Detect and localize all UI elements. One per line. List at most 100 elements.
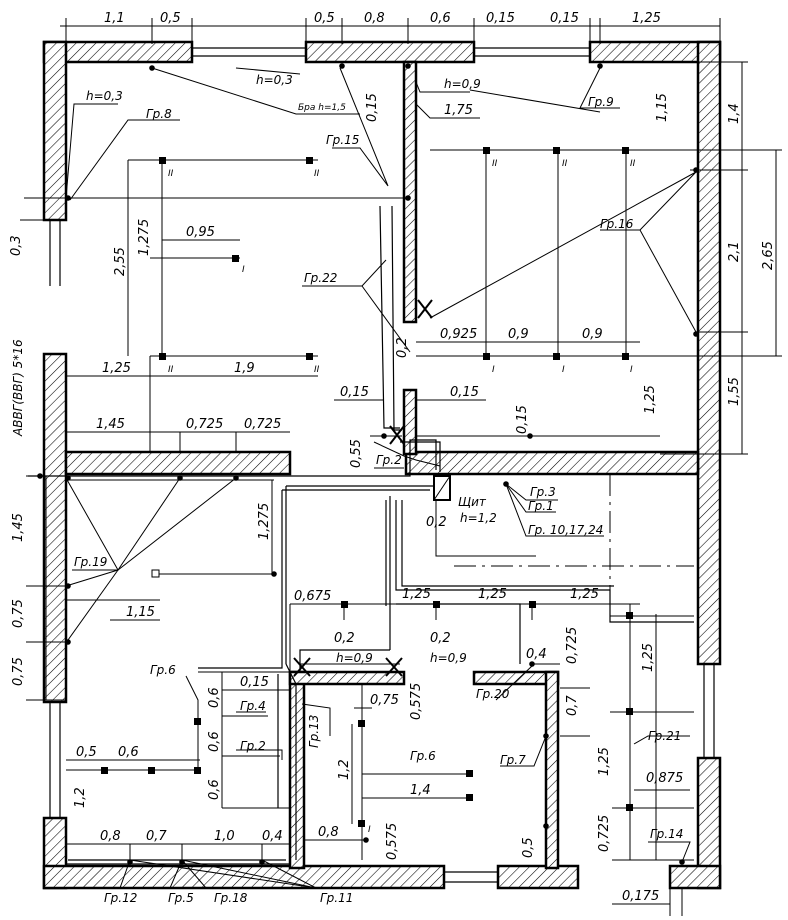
symbol-label: II <box>492 159 498 169</box>
dim-text: 0,6 <box>430 11 451 26</box>
light-fixture <box>626 804 633 811</box>
height-label: Бра h=1,5 <box>298 103 346 113</box>
dim-text: 0,8 <box>318 825 339 840</box>
height-label: h=0,3 <box>86 89 123 103</box>
height-label: h=1,2 <box>460 511 497 525</box>
wall-wc-right <box>544 670 560 870</box>
outlet <box>127 859 133 865</box>
group-label: Гр.19 <box>74 555 107 569</box>
light-fixture <box>626 708 633 715</box>
cable-label: АВВГ(ВВГ) 5*16 <box>11 339 25 437</box>
light-fixture <box>101 767 108 774</box>
group-label: Гр.12 <box>104 891 137 905</box>
symbol-label: I <box>242 265 245 275</box>
outlet <box>259 859 265 865</box>
dim-text: 0,5 <box>314 11 335 26</box>
dim-text: 1,4 <box>727 103 742 124</box>
dim-text: 0,9 <box>582 327 603 342</box>
dim-text: 0,15 <box>486 11 515 26</box>
light-fixture <box>159 353 166 360</box>
light-fixture <box>483 147 490 154</box>
group-label: Гр.22 <box>304 271 337 285</box>
group-label: Гр.3 <box>530 485 556 499</box>
wall-bath-left <box>288 670 306 870</box>
height-label: h=0,9 <box>336 651 373 665</box>
outlet <box>65 639 71 645</box>
dim-text: 1,275 <box>257 503 272 540</box>
dim-text: 1,45 <box>96 417 125 432</box>
outlet <box>149 65 155 71</box>
light-fixture <box>341 601 348 608</box>
dim-text: 0,725 <box>244 417 281 432</box>
outlet <box>527 433 533 439</box>
interior-dimensions: 0,15 1,15 1,75 2,55 1,275 0,95 1,25 1,9 … <box>73 93 683 904</box>
height-labels: h=0,3 h=0,3 h=0,9 h=1,2 h=0,9 h=0,9 Бра … <box>86 73 497 665</box>
outlet <box>363 837 369 843</box>
group-labels: Гр.8 Гр.9 Гр.15 Гр.16 Гр.22 Гр.2 Гр.3 Гр… <box>74 95 683 905</box>
symbol-label: II <box>562 159 568 169</box>
right-dimensions: 1,4 2,1 2,65 1,55 <box>727 103 776 406</box>
group-label: Гр.6 <box>410 749 436 763</box>
symbol-label: II <box>314 365 320 375</box>
light-fixture <box>306 353 313 360</box>
wall-bottom-middle <box>496 864 580 890</box>
outlet <box>339 63 345 69</box>
dim-text: 0,725 <box>186 417 223 432</box>
dim-text: 1,25 <box>102 361 131 376</box>
dim-text: 2,55 <box>113 247 128 276</box>
dim-text: 1,2 <box>73 787 88 808</box>
group-label: Гр.20 <box>476 687 510 701</box>
switch-icon <box>293 299 433 677</box>
dim-text: 1,75 <box>444 103 473 118</box>
outlet <box>233 475 239 481</box>
wall-partition-vertical <box>402 60 418 324</box>
dim-text: 0,15 <box>450 385 479 400</box>
outlet <box>37 473 43 479</box>
dim-text: 1,2 <box>337 759 352 780</box>
group-label: Гр.9 <box>588 95 614 109</box>
dim-text: 0,5 <box>76 745 97 760</box>
light-fixture <box>151 569 160 578</box>
wall-corridor-left <box>64 450 292 476</box>
symbol-label: II <box>314 169 320 179</box>
light-fixture <box>622 147 629 154</box>
dim-text: 1,45 <box>11 513 26 542</box>
dim-text: 1,275 <box>137 219 152 256</box>
dim-text: 0,6 <box>207 779 222 800</box>
dim-text: 1,25 <box>641 643 656 672</box>
walls <box>42 40 722 890</box>
light-fixture <box>529 601 536 608</box>
light-fixture <box>483 353 490 360</box>
group-label: Гр.7 <box>500 753 526 767</box>
light-fixture <box>622 353 629 360</box>
dim-text: 1,25 <box>597 747 612 776</box>
group-label: Гр.8 <box>146 107 172 121</box>
panel-label: Щит <box>458 495 487 509</box>
dim-text: 0,3 <box>9 235 24 256</box>
dim-text: 1,55 <box>727 377 742 406</box>
dim-text: 0,4 <box>262 829 283 844</box>
dim-text: 2,65 <box>761 241 776 270</box>
group-label: Гр.5 <box>168 891 194 905</box>
dim-text: 1,25 <box>478 587 507 602</box>
light-fixture <box>553 147 560 154</box>
light-fixture <box>466 770 473 777</box>
wall-top-middle <box>304 40 476 64</box>
outlet <box>405 195 411 201</box>
dim-text: 0,4 <box>526 647 547 662</box>
group-label: Гр.2 <box>240 739 266 753</box>
dim-text: 0,2 <box>334 631 355 646</box>
dim-text: 0,2 <box>430 631 451 646</box>
dim-text: 0,575 <box>409 683 424 720</box>
dim-text: 0,725 <box>597 815 612 852</box>
dim-text: 0,9 <box>508 327 529 342</box>
dim-text: 1,25 <box>570 587 599 602</box>
light-fixture <box>358 820 365 827</box>
outlet <box>65 475 71 481</box>
dim-text: 0,15 <box>550 11 579 26</box>
leader-lines <box>65 67 697 889</box>
light-fixture <box>433 601 440 608</box>
dim-text: 0,575 <box>385 823 400 860</box>
group-label: Гр.15 <box>326 133 359 147</box>
dim-text: 0,7 <box>146 829 167 844</box>
